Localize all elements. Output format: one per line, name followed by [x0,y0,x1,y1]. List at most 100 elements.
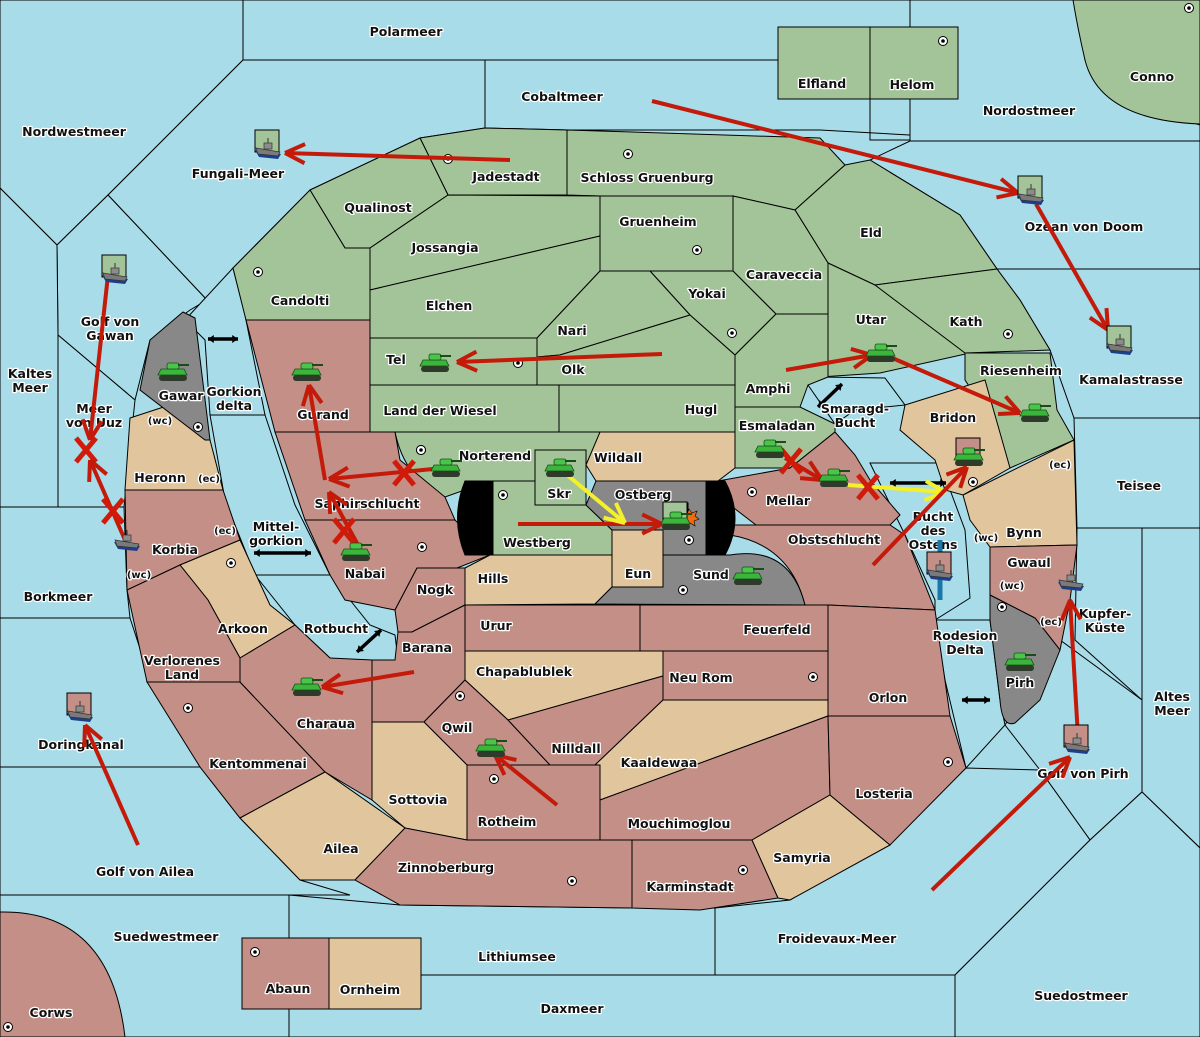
order-move-arrow [74,274,110,464]
army-unit[interactable] [291,677,323,696]
land-label-esmaladan: Esmaladan [739,418,815,433]
tank-icon [419,353,451,372]
army-unit[interactable] [291,362,323,381]
army-unit[interactable] [953,437,985,466]
sea-label-cobaltmeer: Cobaltmeer [521,89,603,104]
region-sund[interactable] [593,553,806,606]
fleet-unit[interactable] [66,692,93,722]
land-label-schloss: Schloss Gruenburg [580,170,713,185]
tank-icon [953,447,985,466]
tank-icon [544,458,576,477]
fleet-unit[interactable] [1017,175,1044,205]
sea-label-doringkanal: Doringkanal [38,737,124,752]
land-label-conno: Conno [1130,69,1175,84]
land-label-tel: Tel [386,352,406,367]
army-unit[interactable] [865,343,897,362]
land-label-bridon: Bridon [930,410,976,425]
army-unit[interactable] [340,542,372,561]
land-label-candolti: Candolti [271,293,330,308]
supply-center-icon [489,774,499,784]
army-unit[interactable] [1019,403,1051,422]
land-label-hugl: Hugl [685,402,718,417]
region-conno[interactable] [1072,0,1200,125]
land-label-kath: Kath [950,314,983,329]
army-unit[interactable] [419,353,451,372]
land-label-nabai: Nabai [345,566,386,581]
army-unit[interactable] [430,458,462,477]
sea-label-kamalastrasse: Kamalastrasse [1079,372,1183,387]
region-gruenheim[interactable] [599,195,734,272]
army-unit[interactable] [1004,652,1036,671]
region-borkmeer[interactable] [0,506,131,619]
fleet-unit[interactable] [1106,325,1133,355]
order-move-arrow [456,349,663,373]
land-label-eun: Eun [625,566,651,581]
region-bridon[interactable] [899,379,1011,496]
tank-icon [157,362,189,381]
bidirectional-connection-icon [254,549,311,557]
land-label-land-wiesel: Land der Wiesel [383,403,496,418]
army-unit[interactable] [818,468,850,487]
order-move-arrow [518,512,663,536]
supply-center-icon [808,672,818,682]
fleet-unit[interactable] [101,254,128,284]
supply-center-icon [623,149,633,159]
army-unit[interactable] [475,738,507,757]
army-unit[interactable] [157,362,189,381]
fleet-unit[interactable] [114,530,140,551]
sea-label-polarmeer: Polarmeer [370,24,444,39]
land-label-qualinost: Qualinost [344,200,411,215]
supply-center-icon [747,487,757,497]
land-label-ostberg: Ostberg [615,487,672,502]
region-suedostmeer[interactable] [954,791,1200,1037]
fleet-unit[interactable] [1058,570,1084,591]
fleet-unit[interactable] [254,129,281,159]
region-corws[interactable] [0,911,126,1037]
region-labels: PolarmeerCobaltmeerNordwestmeerNordostme… [7,23,1192,1022]
tank-icon [340,542,372,561]
army-unit[interactable] [754,439,786,458]
land-label-norterend: Norterend [459,448,531,463]
fleet-unit[interactable] [926,551,953,581]
region-elfland[interactable] [777,26,871,100]
supply-center-icon [997,602,1007,612]
region-losteria[interactable] [827,715,967,846]
sea-label-mittelgorkion: Mittel-gorkion [249,519,303,548]
land-label-abaun: Abaun [266,981,311,996]
sea-label-daxmeer: Daxmeer [540,1001,604,1016]
coast-label: (ec) [1040,617,1062,628]
coast-label: (wc) [148,416,172,427]
sea-label-suedostmeer: Suedostmeer [1034,988,1128,1003]
region-ornheim[interactable] [328,937,422,1010]
tank-icon [660,511,692,530]
army-unit[interactable] [732,566,764,585]
ship-icon [927,560,953,581]
land-label-heronn: Heronn [134,470,186,485]
coast-label: (wc) [127,570,151,581]
ship-icon [67,701,93,722]
coast-label: (wc) [1000,581,1024,592]
land-label-chapablublek: Chapablublek [476,664,573,679]
fleet-unit[interactable] [1063,724,1090,754]
land-label-neu-rom: Neu Rom [669,670,732,685]
region-teisee[interactable] [1073,417,1200,529]
army-unit[interactable] [544,458,576,477]
tank-icon [475,738,507,757]
land-label-elfland: Elfland [798,76,846,91]
land-label-ornheim: Ornheim [340,982,400,997]
sea-label-froidevaux: Froidevaux-Meer [778,931,897,946]
land-label-elchen: Elchen [426,298,473,313]
ship-icon [114,530,140,551]
land-label-amphi: Amphi [746,381,791,396]
region-samyria[interactable] [751,794,891,901]
tank-icon [865,343,897,362]
army-unit[interactable] [660,501,692,530]
region-karminstadt[interactable] [631,839,779,911]
land-label-utar: Utar [856,312,888,327]
orders-layer [74,99,1110,892]
